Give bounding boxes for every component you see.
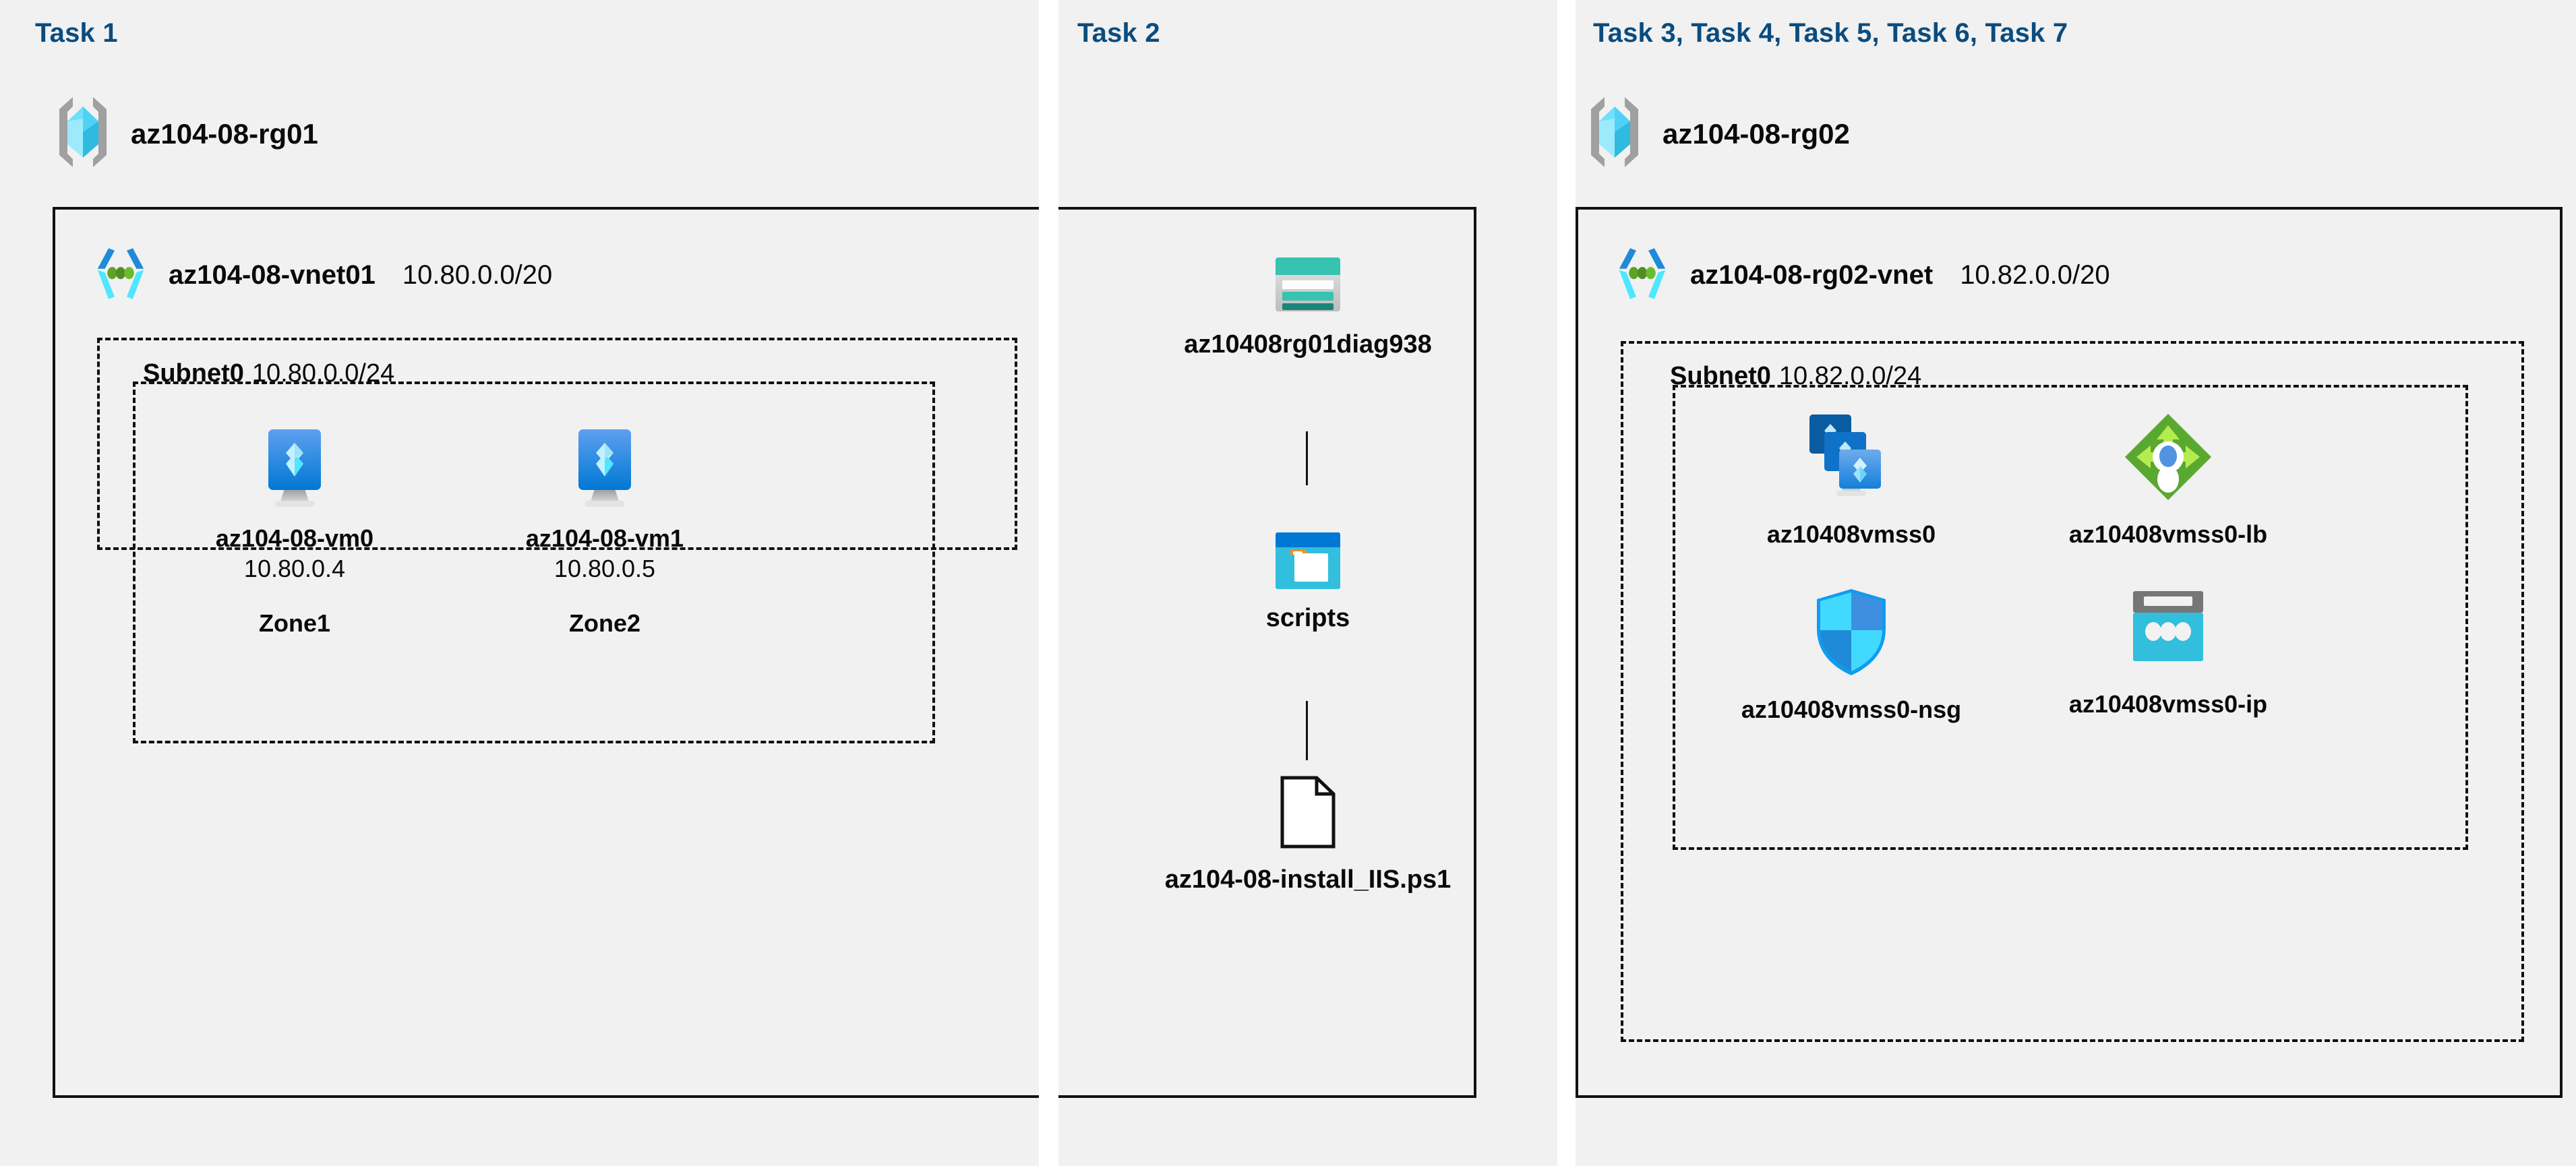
vm-name: az104-08-vm1	[525, 524, 684, 552]
script-file-node[interactable]: az104-08-install_IIS.ps1	[1079, 775, 1537, 895]
vnet-name: az104-08-vnet01	[169, 260, 376, 290]
resource-group-name: az104-08-rg02	[1663, 117, 1850, 150]
vm-ip: 10.80.0.5	[553, 554, 656, 582]
vnet-cidr: 10.80.0.0/20	[402, 260, 553, 290]
connector-container-to-file	[1306, 701, 1308, 760]
public-ip-address-icon	[2023, 587, 2313, 672]
file-icon	[1079, 775, 1537, 849]
availability-zone-boundary	[133, 381, 935, 743]
virtual-machine-icon	[460, 425, 750, 513]
storage-account-name: az10408rg01diag938	[1184, 330, 1432, 359]
panel-gutter	[1039, 0, 1058, 1166]
storage-account-icon	[1079, 256, 1537, 313]
panel-gutter	[1557, 0, 1576, 1166]
vnet-header-rg02-vnet: az104-08-rg02-vnet 10.82.0.0/20	[1612, 243, 2110, 307]
blob-container-node[interactable]: scripts	[1079, 532, 1537, 634]
connector-storage-to-container	[1306, 431, 1308, 485]
subnet0-boundary-task3	[1621, 341, 2524, 1042]
vmss-resources-boundary	[1673, 385, 2468, 850]
script-file-name: az104-08-install_IIS.ps1	[1164, 865, 1451, 894]
nsg-node-az10408vmss0-nsg[interactable]: az10408vmss0-nsg	[1706, 587, 1996, 725]
resource-group-header-rg02[interactable]: az104-08-rg02	[1584, 94, 1850, 173]
blob-container-name: scripts	[1265, 604, 1350, 632]
network-security-group-icon	[1706, 587, 1996, 677]
vm-zone: Zone1	[258, 609, 330, 637]
vnet-header-vnet01: az104-08-vnet01 10.80.0.0/20	[90, 243, 552, 307]
vm-ip: 10.80.0.4	[243, 554, 346, 582]
vm-name: az104-08-vm0	[215, 524, 374, 552]
vnet-cidr: 10.82.0.0/20	[1960, 260, 2110, 290]
virtual-network-icon	[1612, 243, 1673, 307]
resource-group-icon	[53, 94, 113, 173]
vm-scale-set-icon	[1706, 412, 1996, 503]
load-balancer-icon	[2023, 412, 2313, 502]
nsg-name: az10408vmss0-nsg	[1741, 696, 1962, 723]
task2-title: Task 2	[1077, 18, 1160, 48]
vm-zone: Zone2	[568, 609, 640, 637]
load-balancer-name: az10408vmss0-lb	[2068, 520, 2268, 548]
public-ip-name: az10408vmss0-ip	[2068, 690, 2268, 718]
storage-account-node[interactable]: az10408rg01diag938	[1079, 256, 1537, 360]
subnet0-boundary-task1	[97, 338, 1017, 550]
task1-title: Task 1	[35, 18, 118, 48]
load-balancer-node-az10408vmss0-lb[interactable]: az10408vmss0-lb	[2023, 412, 2313, 549]
public-ip-node-az10408vmss0-ip[interactable]: az10408vmss0-ip	[2023, 587, 2313, 719]
vm-node-az104-08-vm1[interactable]: az104-08-vm1 10.80.0.5 Zone2	[460, 425, 750, 638]
vmss-node-az10408vmss0[interactable]: az10408vmss0	[1706, 412, 1996, 549]
resource-group-icon	[1584, 94, 1645, 173]
vnet-name: az104-08-rg02-vnet	[1690, 260, 1934, 290]
task3-title: Task 3, Task 4, Task 5, Task 6, Task 7	[1593, 18, 2068, 48]
virtual-network-icon	[90, 243, 151, 307]
resource-group-name: az104-08-rg01	[131, 117, 318, 150]
vmss-name: az10408vmss0	[1766, 520, 1936, 548]
virtual-machine-icon	[150, 425, 440, 513]
vm-node-az104-08-vm0[interactable]: az104-08-vm0 10.80.0.4 Zone1	[150, 425, 440, 638]
blob-container-icon	[1079, 532, 1537, 589]
resource-group-header-rg01[interactable]: az104-08-rg01	[53, 94, 318, 173]
